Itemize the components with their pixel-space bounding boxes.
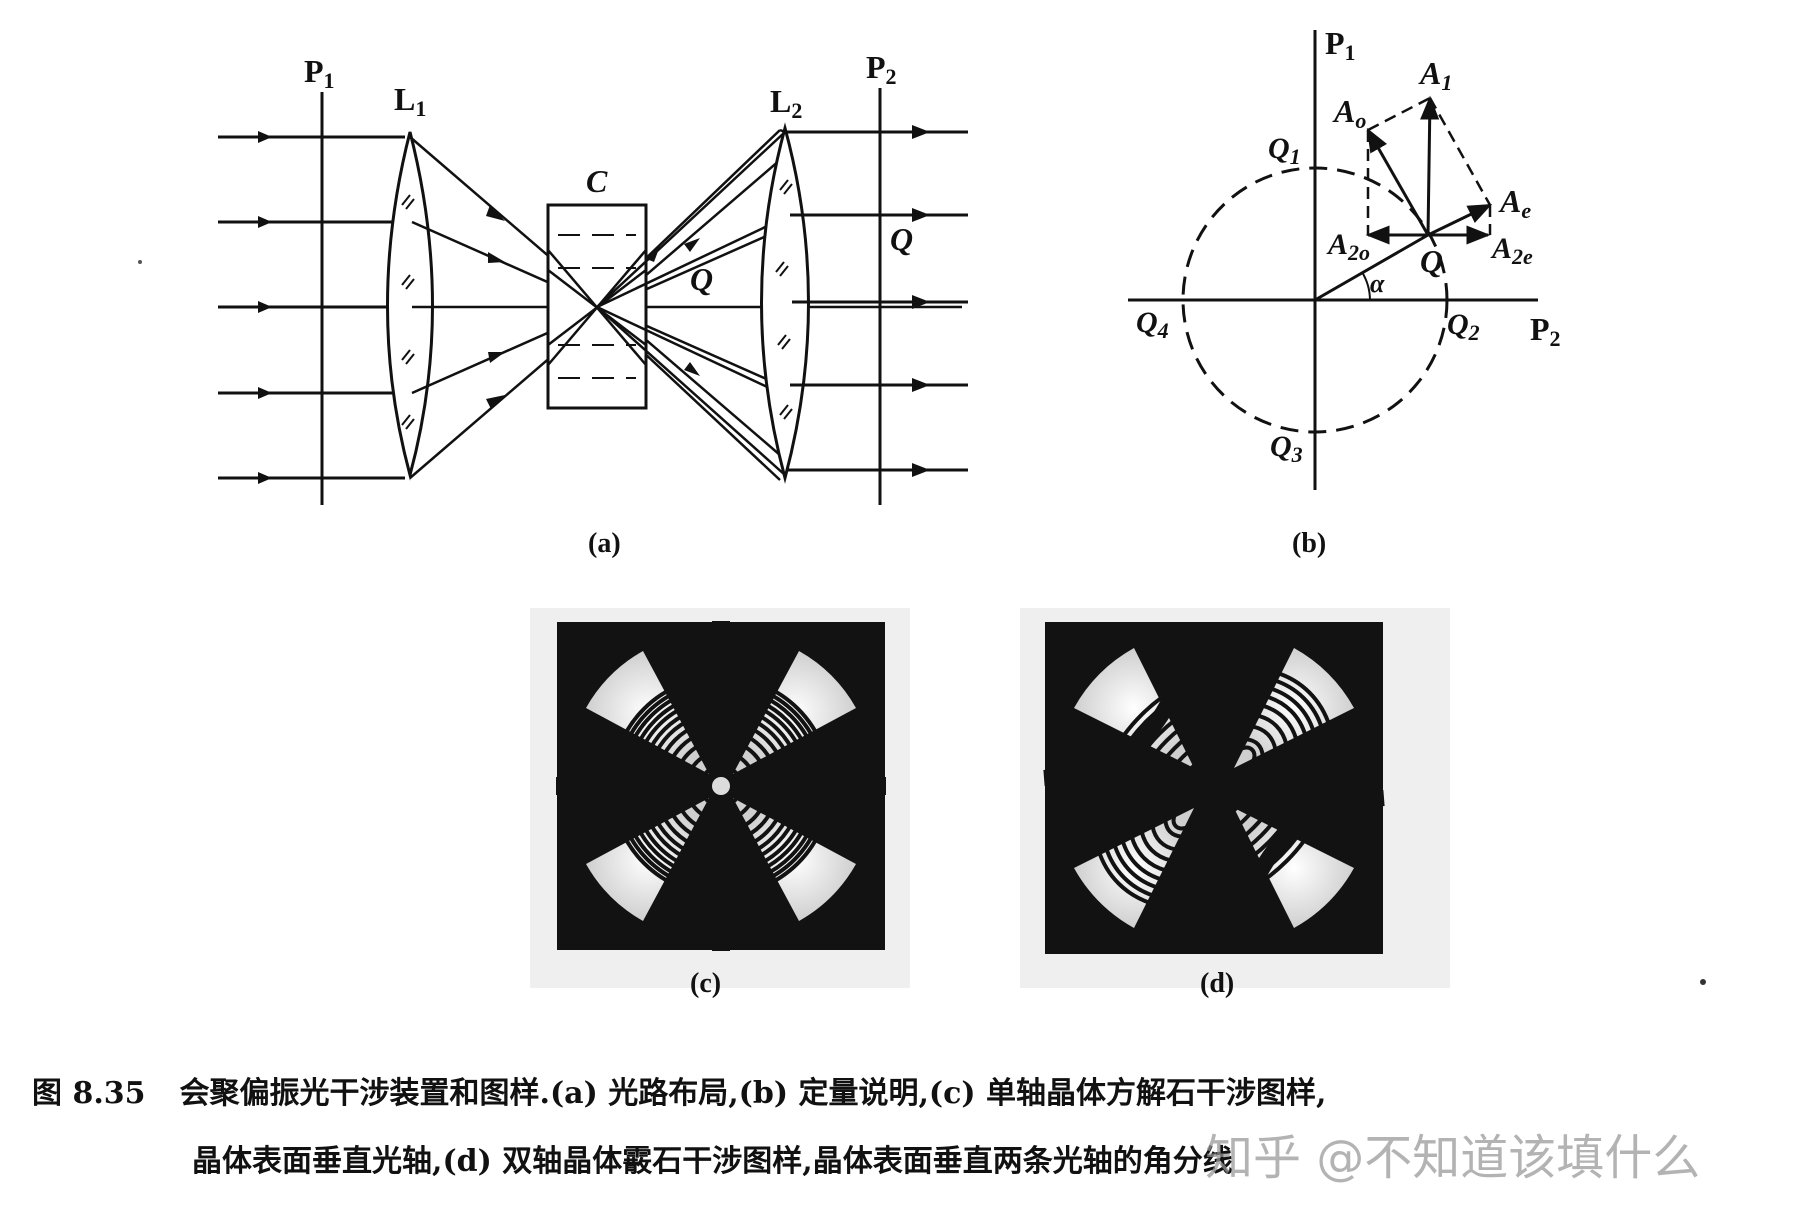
watermark-text: 知乎 @不知道该填什么 (1205, 1130, 1701, 1186)
scan-speck (138, 260, 142, 264)
output-ray-arrows (912, 125, 930, 477)
crystal-hatch (558, 234, 636, 379)
lens-l1-hatch (401, 194, 415, 430)
caption-a: (a) (588, 528, 621, 559)
label-b-ae: Ae (1498, 183, 1531, 223)
label-b-a1: A1 (1418, 55, 1452, 95)
figure-caption-line2: 晶体表面垂直光轴,(d) 双轴晶体霰石干涉图样,晶体表面垂直两条光轴的角分线 (192, 1144, 1233, 1179)
label-b-alpha: α (1370, 269, 1385, 298)
caption-d: (d) (1200, 968, 1234, 999)
panel-d-biaxial-photo: (d) (1020, 608, 1450, 999)
panel-c-uniaxial-photo: (c) (530, 608, 910, 999)
figure-canvas: P1 L1 C L2 P2 Q Q (a) P1 P2 (138, 25, 1706, 999)
figure-caption-line1: 会聚偏振光干涉装置和图样.(a) 光路布局,(b) 定量说明,(c) 单轴晶体方… (179, 1076, 1327, 1111)
diverging-rays (596, 131, 786, 476)
label-b-p2: P2 (1530, 311, 1561, 351)
label-a-l1: L1 (394, 81, 426, 121)
label-b-q: Q (1420, 243, 1443, 279)
converging-ray-arrows (486, 205, 700, 409)
label-b-a2o: A2o (1326, 228, 1370, 265)
label-b-p1: P1 (1325, 25, 1356, 65)
label-b-a2e: A2e (1490, 232, 1533, 269)
panel-b-vector-diagram: P1 P2 A1 Ao Ae A2o A2e Q α Q1 Q2 Q3 Q4 (… (1128, 25, 1561, 559)
figure-caption: 图 8.35 会聚偏振光干涉装置和图样.(a) 光路布局,(b) 定量说明,(c)… (32, 1060, 1782, 1196)
vector-projections (1366, 96, 1492, 235)
label-b-q1: Q1 (1268, 132, 1301, 169)
label-a-c: C (586, 163, 608, 199)
label-b-q2: Q2 (1447, 308, 1480, 345)
scan-speck (1700, 979, 1706, 985)
line-origin-to-q (1314, 233, 1429, 302)
label-a-q-center: Q (690, 261, 713, 297)
label-b-q4: Q4 (1136, 306, 1169, 343)
caption-b: (b) (1292, 528, 1326, 559)
label-b-a0: Ao (1332, 93, 1366, 133)
label-b-q3: Q3 (1270, 430, 1303, 467)
lens-l2-hatch (775, 179, 793, 420)
caption-c: (c) (690, 968, 721, 999)
figure-number: 图 8.35 (32, 1076, 146, 1111)
output-rays (786, 130, 968, 472)
panel-a-optical-layout: P1 L1 C L2 P2 Q Q (a) (218, 49, 968, 559)
label-a-l2: L2 (770, 83, 802, 123)
dashed-circle (1181, 166, 1449, 434)
vector-set (1365, 95, 1493, 245)
label-a-p1: P1 (304, 53, 335, 93)
alpha-arc (1361, 271, 1371, 301)
label-a-q-right: Q (890, 221, 913, 257)
label-a-p2: P2 (866, 49, 897, 89)
input-rays (218, 131, 405, 484)
